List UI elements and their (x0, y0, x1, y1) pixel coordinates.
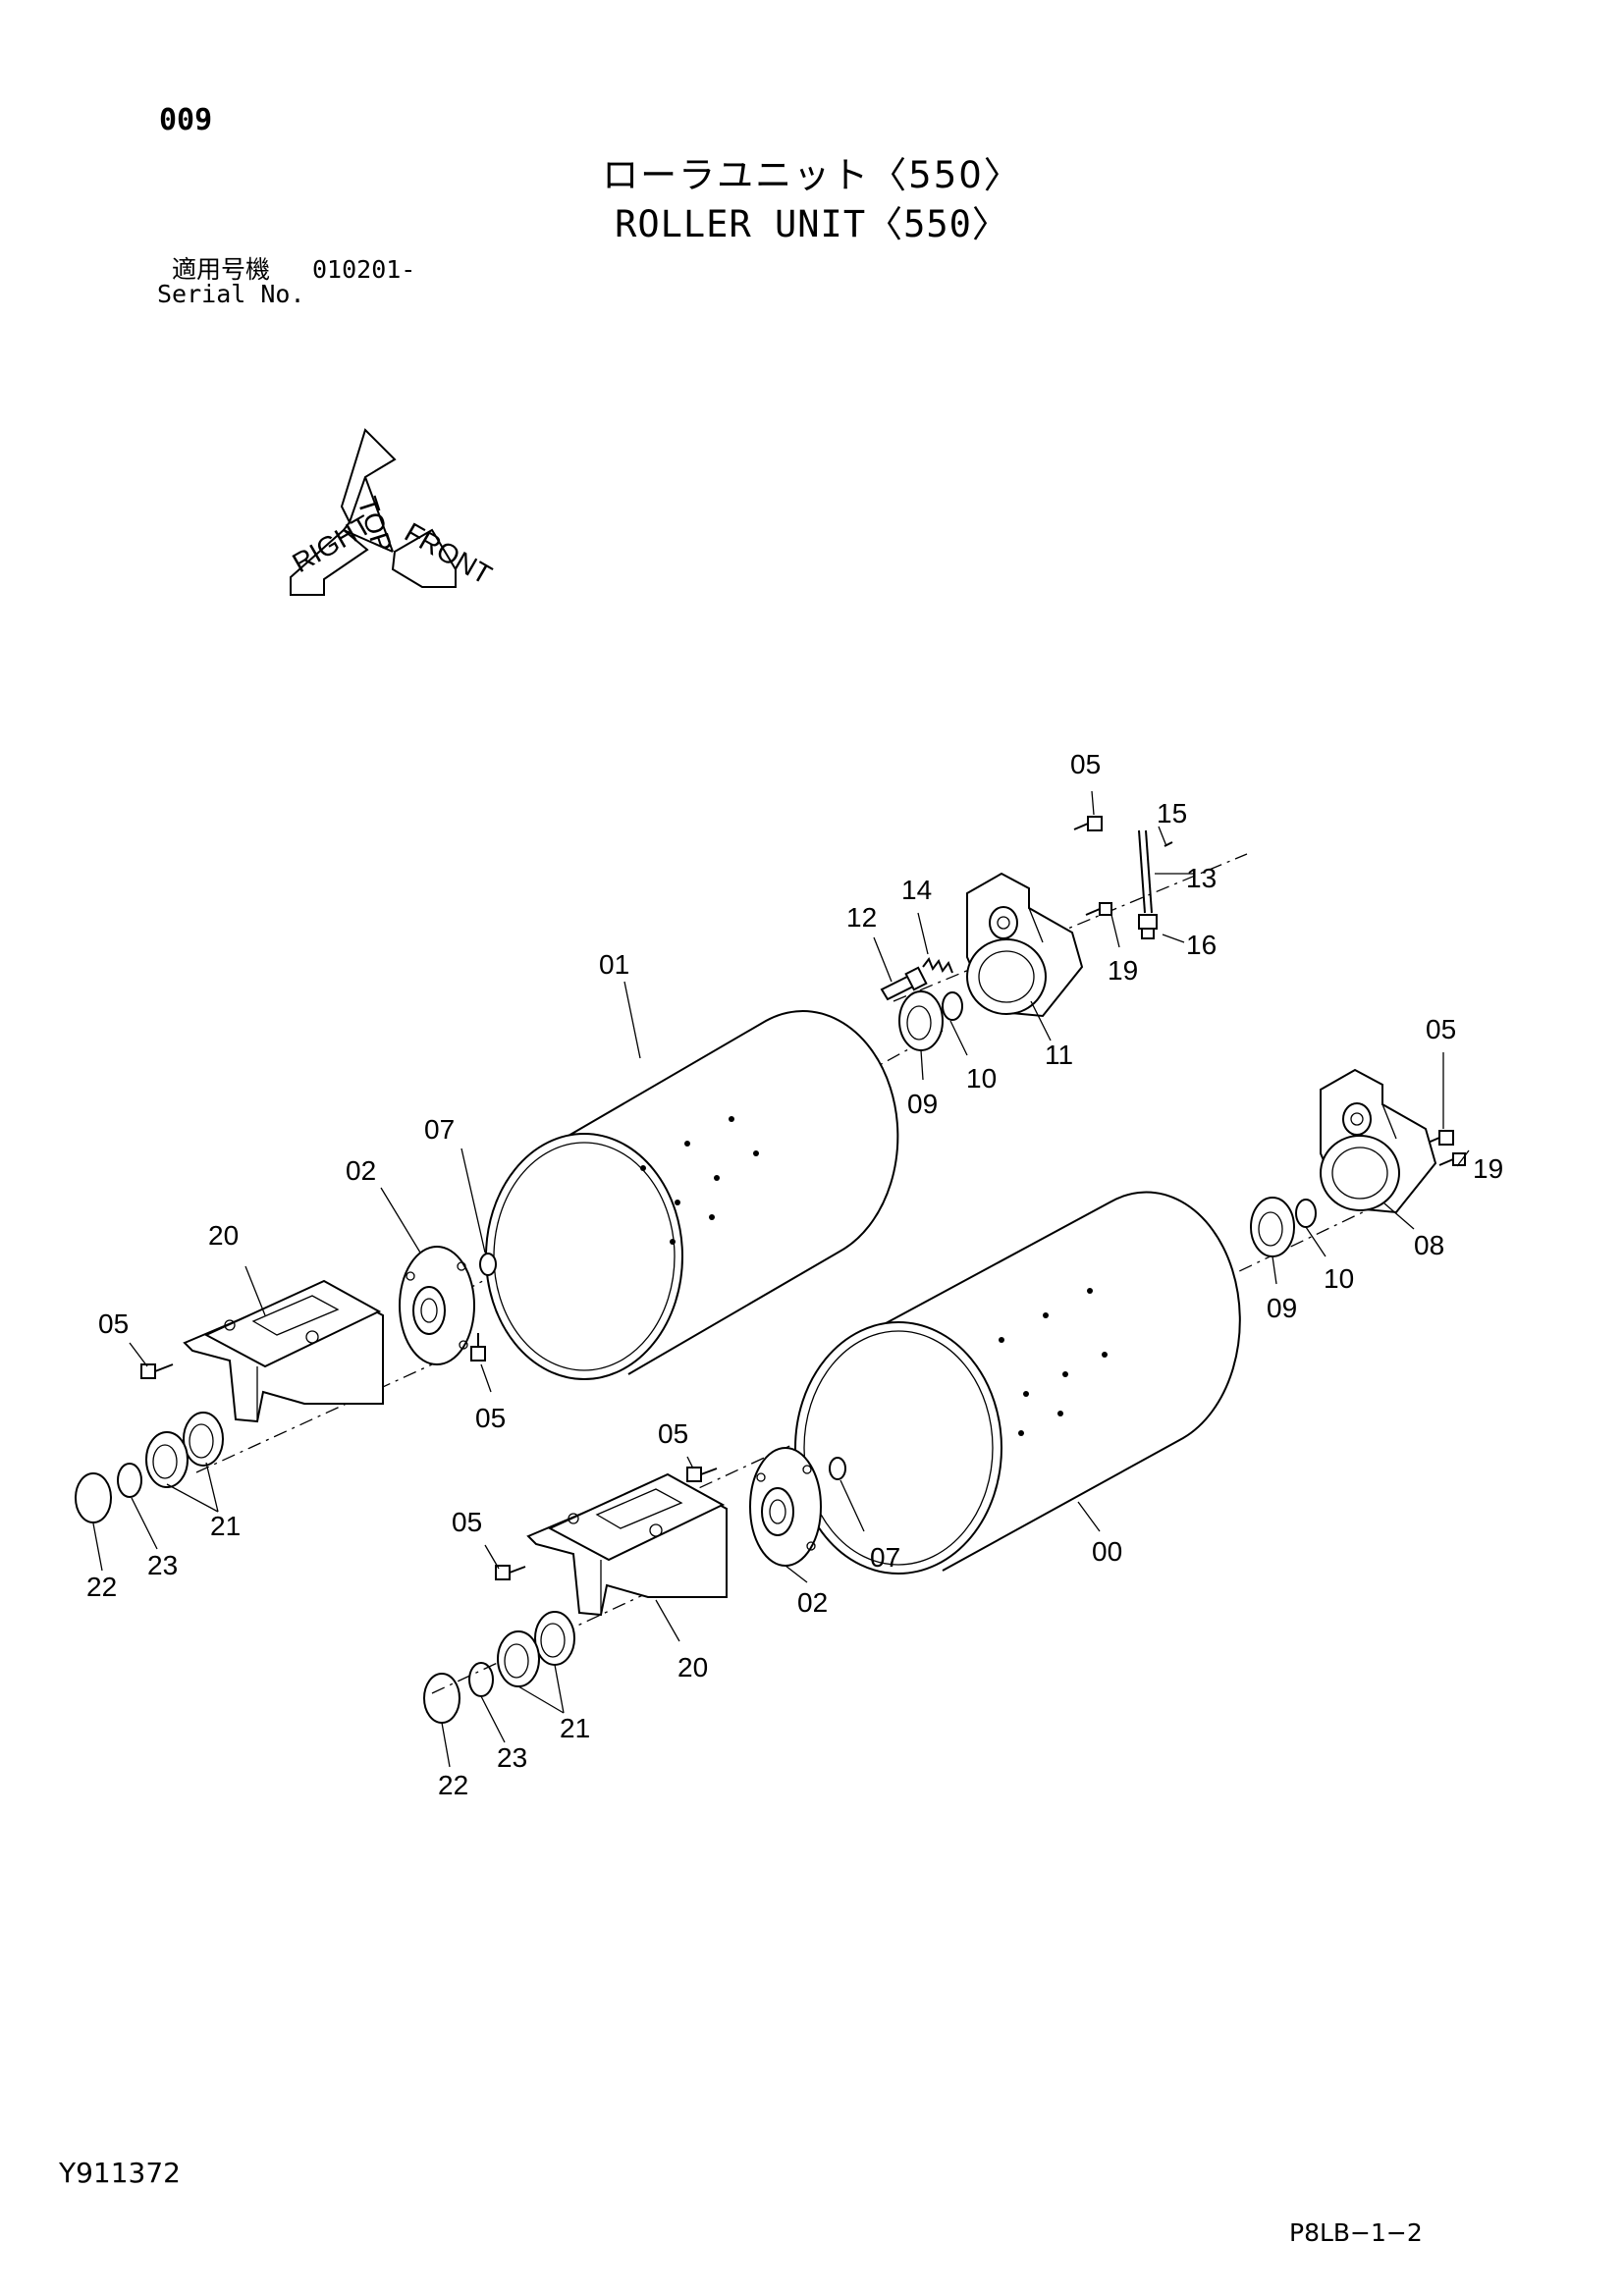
bolt-19-a (1085, 902, 1112, 916)
bearing-set-upper (75, 1412, 224, 1523)
callout-13: 13 (1186, 863, 1217, 893)
callout-00: 00 (1092, 1536, 1122, 1567)
flange-02-upper (399, 1246, 475, 1365)
callout-05: 05 (658, 1418, 688, 1449)
callout-21: 21 (210, 1511, 241, 1541)
bolt-05-b (470, 1333, 486, 1362)
callout-07: 07 (870, 1542, 900, 1573)
callout-14: 14 (901, 875, 932, 905)
title-english: ROLLER UNIT〈550〉 (615, 203, 1009, 245)
orientation-front-label: FRONT (400, 516, 497, 590)
page-code: P8LB−1−2 (1289, 2218, 1423, 2247)
callout-05: 05 (1070, 749, 1101, 779)
callout-12: 12 (846, 902, 877, 933)
drawing-id: Y911372 (59, 2157, 181, 2189)
callout-16: 16 (1186, 930, 1217, 960)
callout-15: 15 (1157, 798, 1187, 828)
callout-01: 01 (599, 949, 629, 980)
callout-05: 05 (475, 1403, 506, 1433)
callout-05: 05 (98, 1308, 129, 1339)
callout-23: 23 (147, 1550, 178, 1580)
pin-12 (880, 966, 928, 1001)
callout-09: 09 (907, 1089, 938, 1119)
bearing-set-lower (423, 1611, 575, 1724)
callout-23: 23 (497, 1742, 527, 1773)
callout-02: 02 (797, 1587, 828, 1618)
page-number: 009 (159, 103, 213, 137)
roller-drum-00 (794, 1191, 1241, 1575)
bearing-housing-08 (1320, 1068, 1437, 1214)
callout-07: 07 (424, 1114, 455, 1145)
callout-19: 19 (1473, 1153, 1503, 1184)
bolt-05-c (1073, 816, 1103, 831)
callout-08: 08 (1414, 1230, 1444, 1260)
plug-07-upper (479, 1253, 497, 1276)
plug-16 (1138, 914, 1158, 939)
leader-lines (92, 790, 1470, 1768)
callout-09: 09 (1267, 1293, 1297, 1323)
serial-value: 010201- (312, 255, 416, 284)
callout-10: 10 (1324, 1263, 1354, 1294)
orientation-right-label: RIGHT (288, 509, 377, 578)
bearing-09-upper (898, 990, 944, 1051)
callout-19: 19 (1108, 955, 1138, 986)
bolt-05-e (686, 1467, 718, 1482)
callout-11: 11 (1045, 1040, 1073, 1070)
callout-21: 21 (560, 1713, 590, 1743)
bolt-19-b (1438, 1152, 1466, 1166)
plug-07-lower (829, 1457, 846, 1480)
orientation-icon: TOP FRONT RIGHT (288, 428, 497, 596)
callout-02: 02 (346, 1155, 376, 1186)
callout-20: 20 (208, 1220, 239, 1251)
callout-22: 22 (438, 1770, 468, 1800)
bolt-05-f (495, 1565, 526, 1580)
rod-13 (1138, 829, 1153, 914)
serial-label-japanese: 適用号機 (172, 255, 271, 284)
ring-10-lower (1295, 1199, 1317, 1228)
callout-22: 22 (86, 1572, 117, 1602)
callout-10: 10 (966, 1063, 997, 1094)
spring-14 (922, 956, 953, 974)
title-japanese: ローラユニット〈550〉 (602, 154, 1022, 196)
bearing-housing-11 (966, 872, 1084, 1018)
callout-05: 05 (452, 1507, 482, 1537)
bearing-09-lower (1250, 1197, 1295, 1257)
roller-drum-01 (485, 1010, 899, 1380)
flange-02-lower (749, 1447, 822, 1567)
callout-05: 05 (1426, 1014, 1456, 1044)
serial-label-english: Serial No. (157, 280, 305, 308)
ring-10-upper (942, 991, 963, 1021)
bracket-20-upper (183, 1279, 384, 1423)
bracket-20-lower (526, 1472, 728, 1617)
bolt-05-a (140, 1363, 174, 1379)
callout-20: 20 (677, 1652, 708, 1682)
